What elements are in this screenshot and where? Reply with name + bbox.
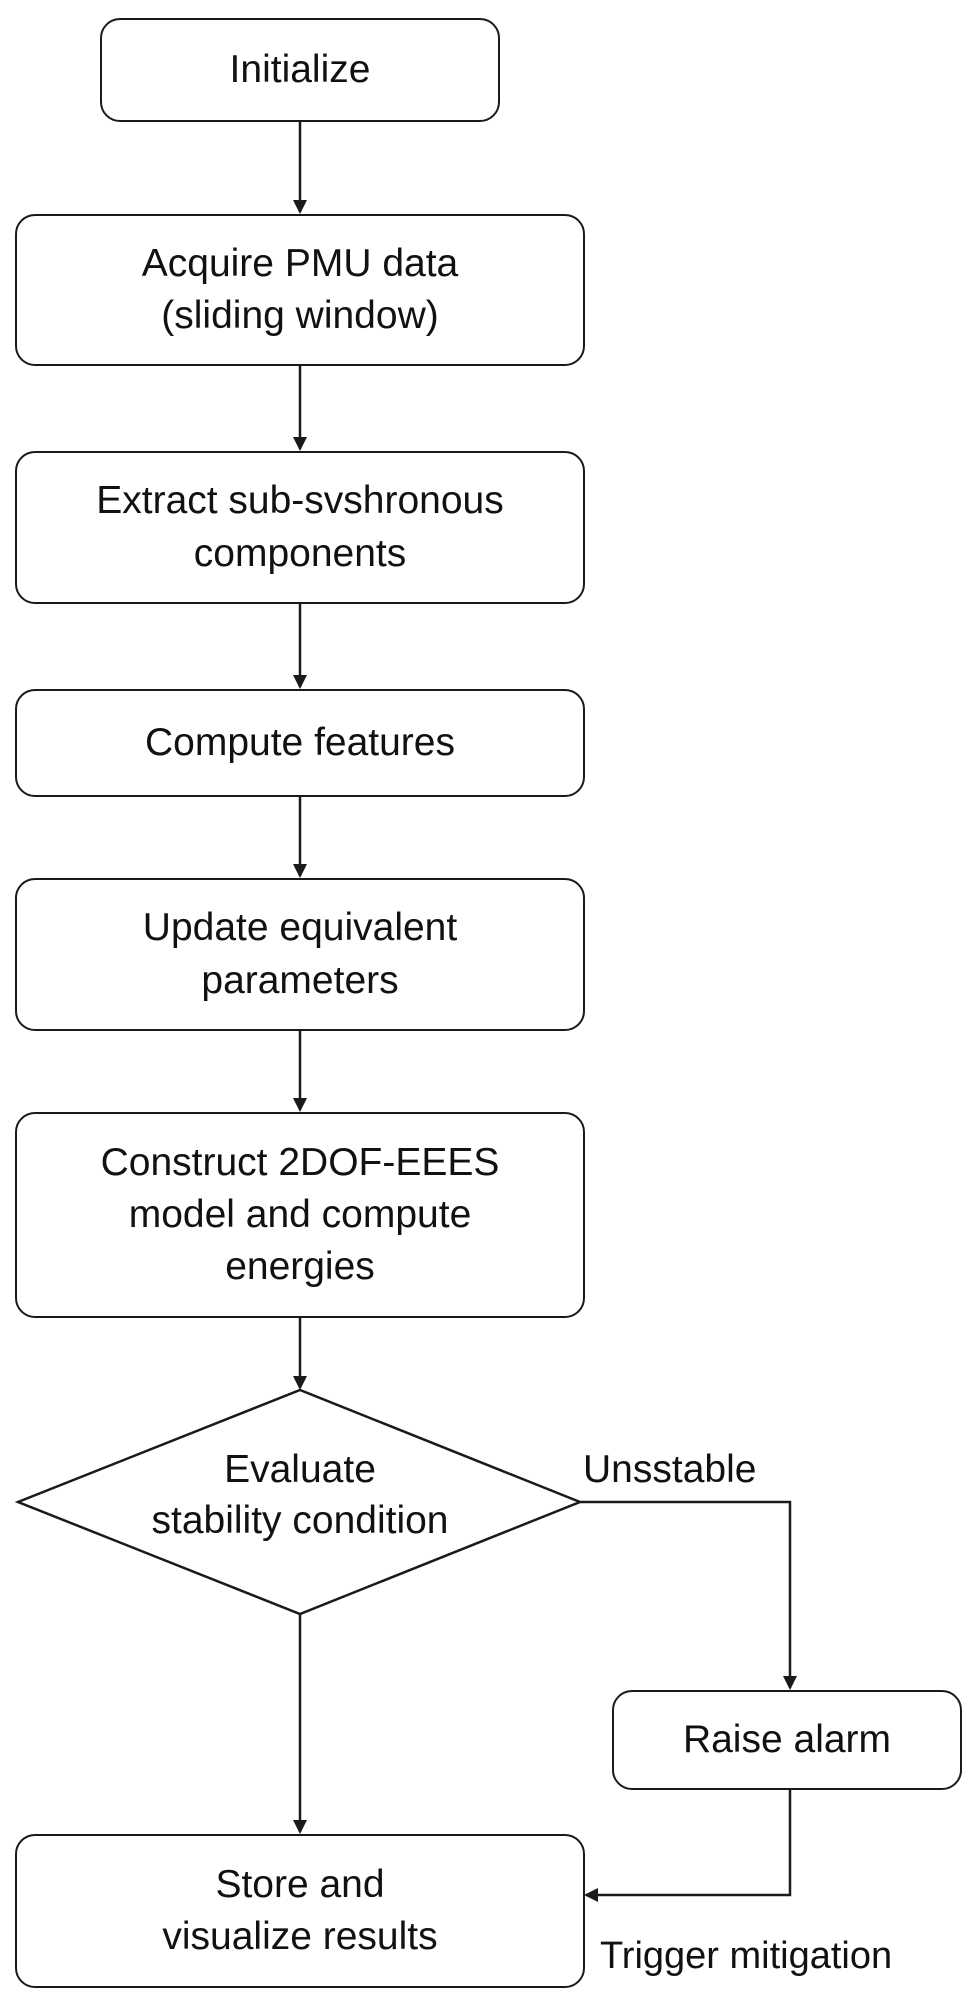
store-node: Store and visualize results (15, 1834, 585, 1988)
evaluate-label-line-1: Evaluate (224, 1448, 376, 1491)
acquire-node: Acquire PMU data (sliding window) (15, 214, 585, 366)
acquire-label-line-2: (sliding window) (161, 294, 439, 337)
extract-label-line-2: components (193, 531, 407, 575)
construct-label-line-1: Construct 2DOF-EEES (100, 1140, 500, 1184)
construct-label-line-3: energies (225, 1245, 375, 1289)
update-node: Update equivalent parameters (15, 878, 585, 1031)
update-label-line-1: Update equivalent (142, 906, 458, 950)
extract-node: Extract sub-svshronous components (15, 451, 585, 604)
update-label-line-2: parameters (201, 958, 399, 1002)
features-label: Compute features (144, 720, 455, 764)
unstable-edge-label: Unsstable (583, 1448, 757, 1491)
construct-label-line-2: model and compute (128, 1192, 472, 1236)
initialize-node: Initialize (100, 18, 500, 122)
trigger-edge-label: Trigger mitigation (600, 1935, 893, 1977)
arrow-evaluate-to-alarm (580, 1500, 797, 1690)
initialize-label: Initialize (229, 47, 371, 91)
arrow-alarm-to-store (584, 1790, 792, 1902)
construct-node: Construct 2DOF-EEES model and compute en… (15, 1112, 585, 1318)
store-label-line-2: visualize results (162, 1915, 438, 1958)
alarm-node: Raise alarm (612, 1690, 962, 1790)
evaluate-label: Evaluate stability condition (115, 1445, 485, 1546)
store-label-line-1: Store and (215, 1862, 385, 1906)
features-node: Compute features (15, 689, 585, 797)
acquire-label-line-1: Acquire PMU data (141, 241, 459, 285)
evaluate-label-line-2: stability condition (151, 1498, 449, 1542)
alarm-label: Raise alarm (682, 1717, 892, 1761)
extract-label-line-1: Extract sub-svshronous (96, 479, 504, 523)
